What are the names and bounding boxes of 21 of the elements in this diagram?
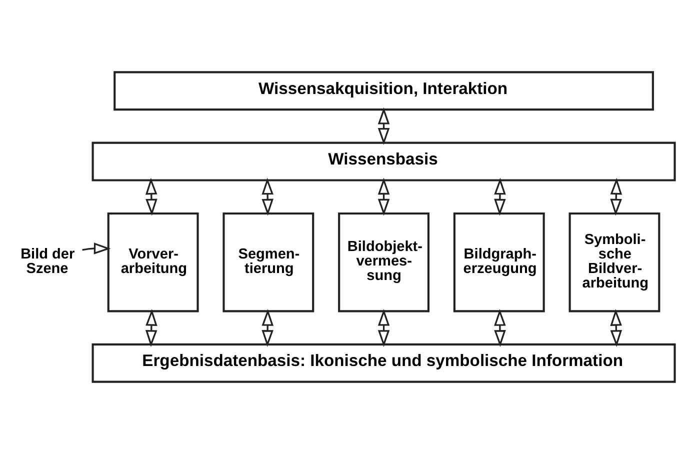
- node-box: Wissensbasis: [92, 141, 676, 181]
- arrow: [378, 106, 390, 144]
- arrow: [145, 308, 158, 346]
- arrow: [610, 177, 622, 216]
- arrow: [262, 177, 274, 216]
- node-box: Ergebnisdatenbasis: Ikonische und symbolische Information: [92, 342, 676, 382]
- arrow: [494, 308, 506, 346]
- node-box: Bildobjekt- vermes- sung: [338, 212, 430, 312]
- node-box: Vorver- arbeitung: [107, 212, 199, 312]
- arrow: [378, 177, 390, 216]
- arrow: [145, 177, 158, 216]
- node-text: Bild der Szene: [20, 246, 75, 276]
- node-box: Wissensakquisition, Interaktion: [114, 70, 654, 110]
- arrow: [610, 308, 622, 346]
- arrow: [378, 308, 390, 346]
- arrow: [494, 177, 506, 216]
- node-box: Symboli- sche Bildver- arbeitung: [568, 212, 660, 312]
- arrow: [82, 242, 111, 254]
- arrow: [262, 308, 274, 346]
- node-box: Bildgraph- erzeugung: [453, 212, 545, 312]
- node-box: Segmen- tierung: [222, 212, 314, 312]
